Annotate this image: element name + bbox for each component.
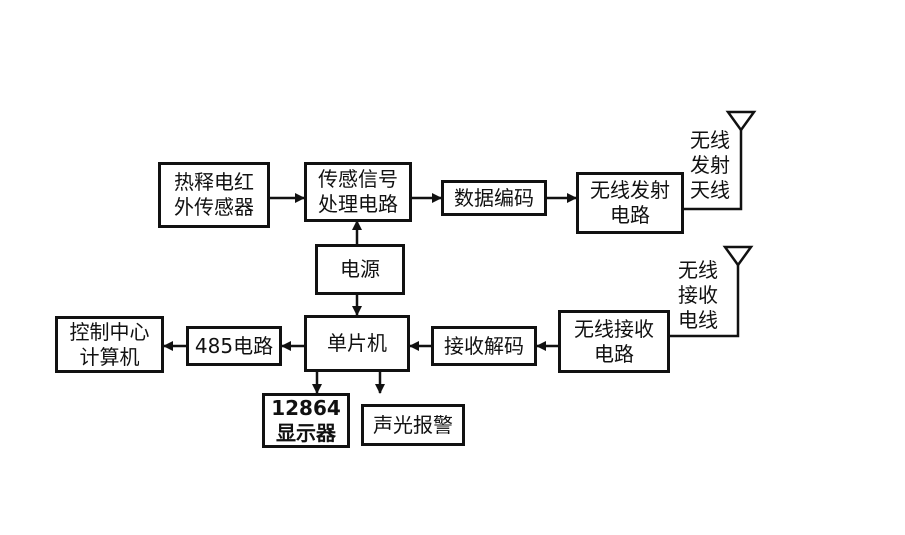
block-control-center-label: 控制中心 计算机: [69, 319, 150, 369]
block-control-center: 控制中心 计算机: [55, 316, 164, 373]
rx-antenna-feed: [670, 265, 740, 338]
tx-antenna-feed: [684, 130, 743, 211]
block-receive-decode: 接收解码: [431, 326, 537, 366]
block-signal-processing: 传感信号 处理电路: [304, 162, 412, 222]
block-data-encoding: 数据编码: [441, 180, 547, 216]
block-wireless-rx-label: 无线接收 电路: [574, 316, 654, 366]
block-alarm: 声光报警: [361, 404, 465, 446]
block-receive-decode-label: 接收解码: [444, 333, 524, 358]
block-data-encoding-label: 数据编码: [454, 185, 534, 210]
block-signal-processing-label: 传感信号 处理电路: [318, 167, 398, 216]
tx-antenna-label: 无线 发射 天线: [690, 128, 730, 202]
block-lcd-display-label: 12864 显示器: [271, 395, 341, 445]
block-alarm-label: 声光报警: [373, 412, 453, 437]
block-rs485-label: 485电路: [194, 333, 274, 358]
rx-antenna-icon: [722, 245, 754, 268]
block-lcd-display: 12864 显示器: [262, 393, 350, 448]
block-rs485: 485电路: [186, 326, 282, 366]
block-power-label: 电源: [340, 257, 380, 281]
block-wireless-tx-label: 无线发射 电路: [590, 178, 670, 227]
block-pir-sensor-label: 热释电红 外传感器: [174, 170, 254, 219]
block-wireless-tx: 无线发射 电路: [576, 172, 684, 234]
block-mcu-label: 单片机: [327, 331, 387, 355]
block-pir-sensor: 热释电红 外传感器: [158, 162, 270, 228]
block-wireless-rx: 无线接收 电路: [558, 310, 670, 373]
block-power: 电源: [315, 244, 405, 295]
block-mcu: 单片机: [304, 315, 410, 372]
rx-antenna-label: 无线 接收 电线: [678, 258, 718, 332]
tx-antenna-icon: [725, 110, 757, 133]
